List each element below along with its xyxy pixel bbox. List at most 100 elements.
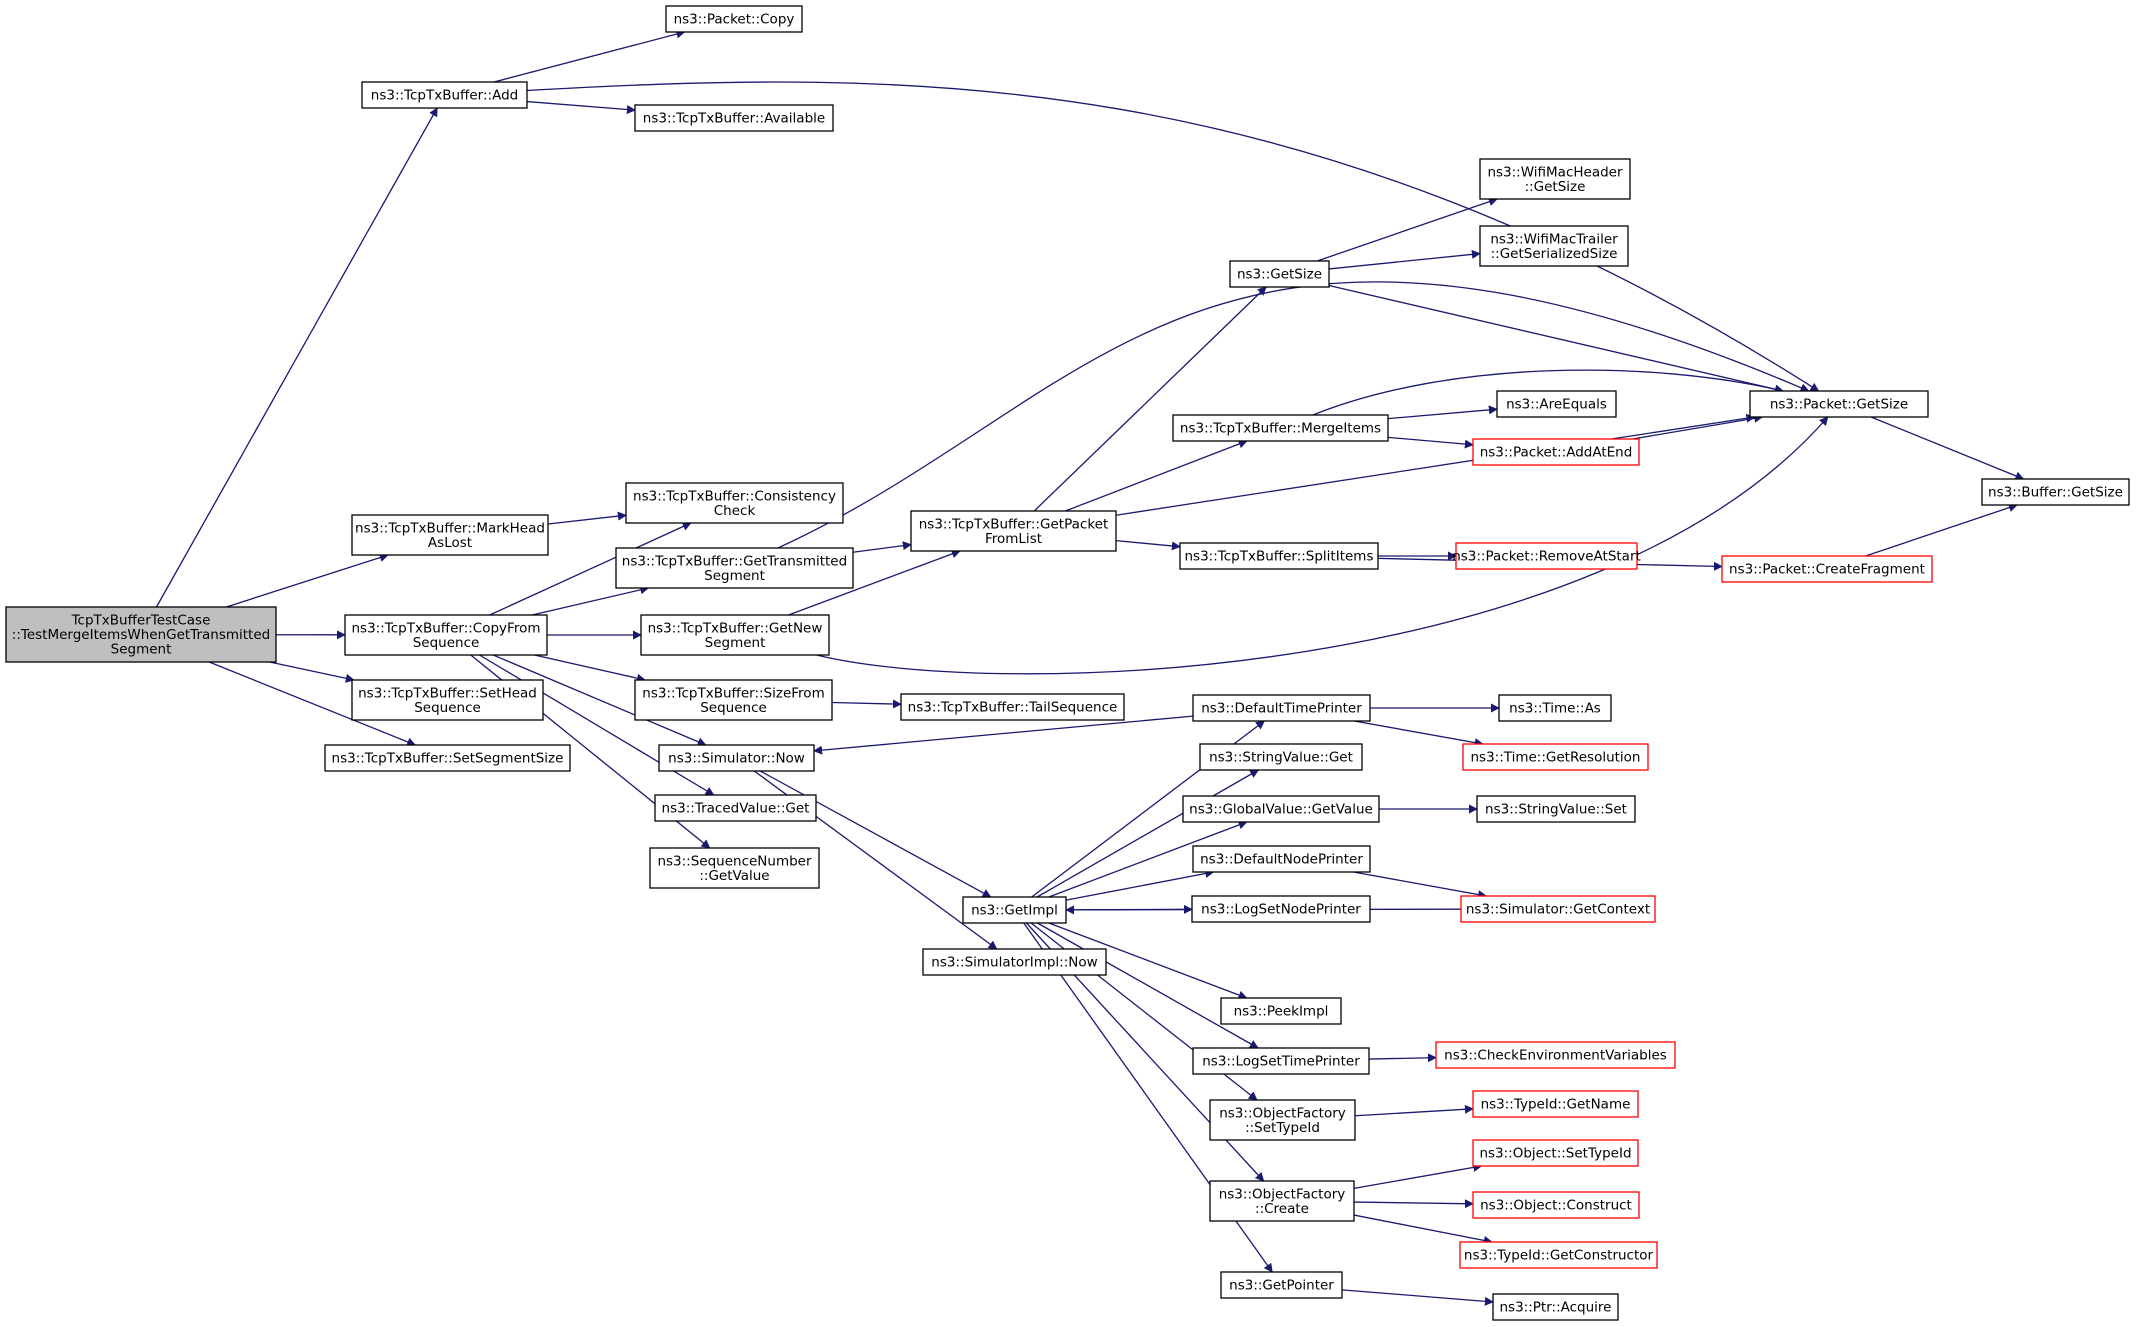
node-label: Sequence [700,700,767,716]
node-typeid_getctor[interactable]: ns3::TypeId::GetConstructor [1459,1241,1658,1269]
edge-getimpl-to-peekimpl [1048,922,1248,1000]
node-seqnum_getvalue[interactable]: ns3::SequenceNumber::GetValue [649,847,820,889]
node-peekimpl[interactable]: ns3::PeekImpl [1220,997,1342,1025]
node-box [1472,1191,1640,1219]
node-splititems[interactable]: ns3::TcpTxBuffer::SplitItems [1179,542,1379,570]
node-sim_now[interactable]: ns3::Simulator::Now [658,744,815,772]
node-createfragment[interactable]: ns3::Packet::CreateFragment [1721,555,1933,583]
node-box [1498,694,1612,722]
node-areequals[interactable]: ns3::AreEquals [1496,390,1617,418]
node-time_as[interactable]: ns3::Time::As [1498,694,1612,722]
node-box [910,510,1117,552]
node-sim_getcontext[interactable]: ns3::Simulator::GetContext [1460,895,1656,923]
node-simimpl_now[interactable]: ns3::SimulatorImpl::Now [922,948,1107,976]
node-label: ns3::Object::SetTypeId [1479,1146,1631,1162]
node-box [640,614,830,656]
node-label: ns3::Object::Construct [1480,1198,1632,1214]
node-label: ::GetSize [1525,179,1586,195]
node-box [324,744,571,772]
node-wifi_trl[interactable]: ns3::WifiMacTrailer::GetSerializedSize [1479,225,1629,267]
node-label: ns3::GetSize [1237,267,1322,283]
node-getsize[interactable]: ns3::GetSize [1229,260,1330,288]
node-box [625,482,844,524]
node-traced_get[interactable]: ns3::TracedValue::Get [654,794,817,822]
node-box [658,744,815,772]
node-label: ns3::TracedValue::Get [662,801,810,817]
node-box [649,847,820,889]
edge-getpointer-to-ptr_acquire [1341,1289,1494,1306]
node-defnodeprinter[interactable]: ns3::DefaultNodePrinter [1192,845,1371,873]
node-box [1172,414,1389,442]
node-box [1455,542,1638,570]
node-box [1179,542,1379,570]
node-box [1192,845,1371,873]
node-removeatstart[interactable]: ns3::Packet::RemoveAtStart [1452,542,1641,570]
node-addatend[interactable]: ns3::Packet::AddAtEnd [1472,438,1640,466]
node-add[interactable]: ns3::TcpTxBuffer::Add [361,81,528,109]
node-label: ::GetValue [699,868,769,884]
node-label: ::TestMergeItemsWhenGetTransmitted [12,627,270,643]
node-buf_getsize[interactable]: ns3::Buffer::GetSize [1981,478,2130,506]
node-box [1472,1139,1639,1167]
node-label: ns3::TcpTxBuffer::GetPacket [919,516,1109,532]
node-logsetnodeprinter[interactable]: ns3::LogSetNodePrinter [1191,895,1371,923]
node-available[interactable]: ns3::TcpTxBuffer::Available [634,104,834,132]
node-label: ns3::TcpTxBuffer::Consistency [633,488,836,504]
node-label: AsLost [428,535,472,551]
node-label: ns3::TcpTxBuffer::GetTransmitted [622,553,847,569]
edge-getimpl-to-logsettimeprinter [1037,922,1259,1049]
node-box [1192,1047,1370,1075]
node-strval_set[interactable]: ns3::StringValue::Set [1476,795,1636,823]
node-label: ns3::Simulator::Now [668,751,805,767]
node-logsettimeprinter[interactable]: ns3::LogSetTimePrinter [1192,1047,1370,1075]
node-deftimeprinter[interactable]: ns3::DefaultTimePrinter [1192,694,1371,722]
node-box [1472,1090,1639,1118]
node-strval_get[interactable]: ns3::StringValue::Get [1199,743,1363,771]
node-setsegsize[interactable]: ns3::TcpTxBuffer::SetSegmentSize [324,744,571,772]
node-objfactory_create[interactable]: ns3::ObjectFactory::Create [1209,1180,1355,1222]
node-label: ns3::SimulatorImpl::Now [931,955,1097,971]
node-box [1209,1180,1355,1222]
node-tailseq[interactable]: ns3::TcpTxBuffer::TailSequence [900,693,1125,721]
node-label: ns3::DefaultTimePrinter [1201,701,1362,717]
node-wifi_hdr[interactable]: ns3::WifiMacHeader::GetSize [1479,158,1631,200]
edge-getsize-to-wifi_hdr [1316,197,1498,262]
node-mergeitems[interactable]: ns3::TcpTxBuffer::MergeItems [1172,414,1389,442]
node-box [1479,158,1631,200]
node-label: ns3::LogSetTimePrinter [1202,1054,1360,1070]
node-box [1981,478,2130,506]
edge-getimpl-to-strval_get [1036,769,1260,898]
node-ptr_acquire[interactable]: ns3::Ptr::Acquire [1492,1293,1619,1321]
node-time_getres[interactable]: ns3::Time::GetResolution [1462,743,1649,771]
node-globalval_getvalue[interactable]: ns3::GlobalValue::GetValue [1182,795,1380,823]
node-getimpl[interactable]: ns3::GetImpl [962,896,1067,924]
edge-sizefromseq-to-tailseq [831,699,902,709]
node-obj_construct[interactable]: ns3::Object::Construct [1472,1191,1640,1219]
node-label: ns3::Packet::CreateFragment [1729,562,1925,578]
node-pkt_getsize[interactable]: ns3::Packet::GetSize [1749,390,1929,418]
node-box [1472,438,1640,466]
node-pkt_copy[interactable]: ns3::Packet::Copy [665,5,803,33]
node-box [351,679,544,721]
edges [155,29,2025,1306]
node-box [1749,390,1929,418]
node-typeid_getname[interactable]: ns3::TypeId::GetName [1472,1090,1639,1118]
node-root[interactable]: TcpTxBufferTestCase::TestMergeItemsWhenG… [5,606,277,663]
node-obj_settypeid[interactable]: ns3::Object::SetTypeId [1472,1139,1639,1167]
edge-getsize-to-pkt_getsize [1328,284,1784,394]
edge-objfactory_settypeid-to-typeid_getname [1354,1104,1474,1117]
node-objfactory_settypeid[interactable]: ns3::ObjectFactory::SetTypeId [1209,1099,1356,1141]
node-box [1496,390,1617,418]
node-getpointer[interactable]: ns3::GetPointer [1220,1271,1343,1299]
node-label: ns3::TcpTxBuffer::SplitItems [1185,549,1374,565]
node-checkenv[interactable]: ns3::CheckEnvironmentVariables [1435,1041,1676,1069]
